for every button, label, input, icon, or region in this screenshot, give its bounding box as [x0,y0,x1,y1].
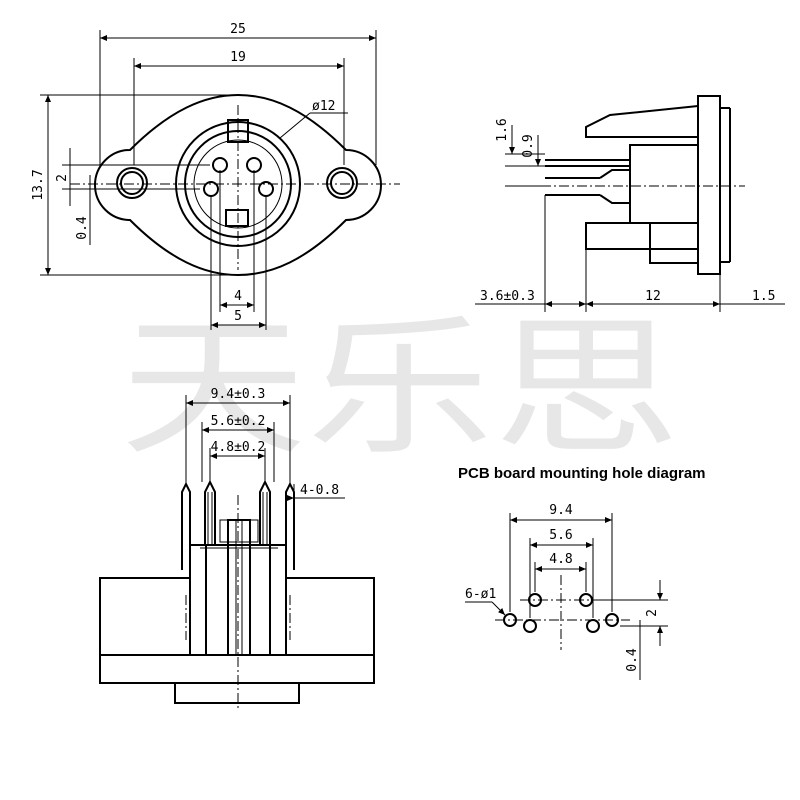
side-view: 1.6 0.9 3.6±0.3 12 1.5 [475,95,785,312]
pin-outer-right [285,481,295,570]
dim-pin-pitch-outer: 5 [234,309,242,324]
base-flange [99,654,375,684]
pcb-dim-row-offset: 2 [645,609,660,617]
mounting-hole-right-inner [330,171,354,195]
body-base [649,222,699,264]
dim-flange-thickness: 1.5 [752,289,775,304]
dim-pin-width: 4-0.8 [300,483,339,498]
key-tab [225,209,249,227]
dim-pin-thickness-a: 1.6 [495,118,510,141]
dim-span-mid: 5.6±0.2 [211,414,266,429]
dim-diameter: ø12 [312,99,335,114]
mounting-hole-right [326,167,358,199]
pin-outer-left [181,481,191,570]
front-view: 25 19 ø12 13.7 2 0.4 4 5 [31,22,400,330]
dim-body-depth: 12 [645,289,661,304]
dim-pin-length: 3.6±0.3 [480,289,535,304]
center-post [227,519,251,656]
dim-span-outer: 9.4±0.3 [211,387,266,402]
pin-mid-left [204,479,216,545]
body-lower [585,222,699,250]
pcb-diagram-title: PCB board mounting hole diagram [458,465,706,482]
pcb-dim-small-offset: 0.4 [625,648,640,672]
leader-line [491,601,506,616]
dim-height-overall: 13.7 [31,169,46,200]
pin-bend [599,194,630,204]
dim-width-overall: 25 [230,22,246,37]
post-cap [219,519,259,543]
pcb-dim-span-mid: 5.6 [549,528,572,543]
dim-span-inner: 4.8±0.2 [211,440,266,455]
dim-hole-spacing: 19 [230,50,246,65]
dim-pin-thickness-b: 0.9 [521,134,536,157]
dim-pin-pitch-inner: 4 [234,289,242,304]
bottom-view: 9.4±0.3 5.6±0.2 4.8±0.2 4-0.8 [99,387,375,710]
pin-2 [246,157,262,173]
pin-mid-right [259,479,271,545]
pcb-hole [586,619,600,633]
body-upper [585,105,699,138]
flange-outline [94,93,382,277]
pin-bend [599,169,630,179]
pcb-hole-callout: 6-ø1 [465,587,496,602]
pcb-dim-span-inner: 4.8 [549,552,572,567]
pcb-dim-span-outer: 9.4 [549,503,573,518]
pin-block [629,144,699,224]
flange-plate [697,95,721,275]
dim-pin-offset-small: 0.4 [75,216,90,240]
boss [174,682,300,704]
dim-pin-offset-v: 2 [55,174,70,182]
pin-1 [212,157,228,173]
base-step [99,577,191,656]
watermark: 天乐思 [120,302,680,476]
mounting-hole-left-inner [120,171,144,195]
base-step [285,577,375,656]
pcb-hole [523,619,537,633]
mounting-hole-left [116,167,148,199]
pcb-hole-diagram: PCB board mounting hole diagram 9.4 5.6 … [458,465,706,680]
leader-line [279,112,311,139]
